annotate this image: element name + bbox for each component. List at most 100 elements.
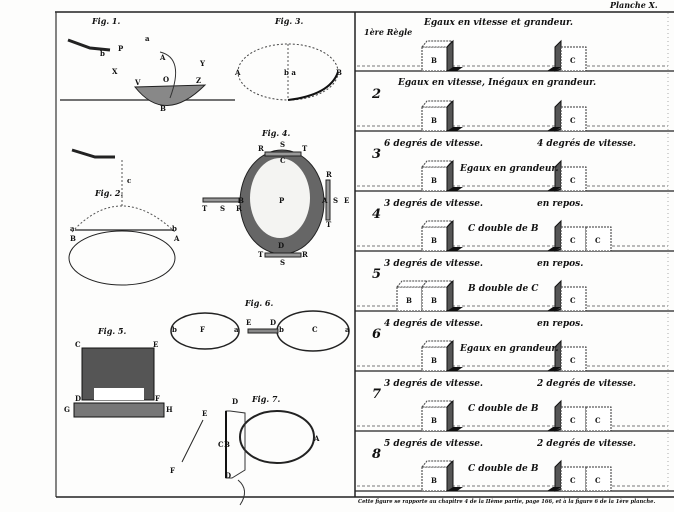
block-b xyxy=(421,346,448,372)
figure-letter-label: X xyxy=(112,67,118,76)
fig2-hand xyxy=(71,148,115,159)
block-c xyxy=(585,226,612,252)
left-body-speed: 3 degrés de vitesse. xyxy=(384,199,484,209)
fig1-vessel xyxy=(133,84,207,106)
figure-title: Fig. 5. xyxy=(98,326,127,336)
fig6-ellipse-f xyxy=(170,312,240,350)
figure-letter-label: A xyxy=(322,196,328,205)
figure-title: Fig. 1. xyxy=(92,16,121,26)
figure-letter-label: a xyxy=(145,34,150,43)
block-c-shadow xyxy=(547,487,561,491)
right-body-speed: 2 degrés de vitesse. xyxy=(537,439,637,449)
block-c-label: C xyxy=(570,116,576,125)
rule-number: 7 xyxy=(372,387,382,402)
block-c-label: C xyxy=(570,56,576,65)
figure-letter-label: b a xyxy=(284,68,296,77)
block-b-shaded-face xyxy=(446,99,454,132)
block-b-label: B xyxy=(431,416,437,425)
block-b-shaded-face xyxy=(446,459,454,492)
fig5-base xyxy=(73,402,165,418)
figure-letter-label: b xyxy=(172,224,177,233)
figure-letter-label: A xyxy=(235,68,241,77)
block-c-label: C xyxy=(570,356,576,365)
block-b-shadow xyxy=(447,127,463,131)
plate-title: Planche X. xyxy=(610,0,658,10)
block-b-shadow xyxy=(447,67,463,71)
block-b-shadow xyxy=(447,487,463,491)
figure-letter-label: T xyxy=(202,204,208,213)
block-c-shadow xyxy=(547,427,561,431)
figure-title: Fig. 3. xyxy=(275,16,304,26)
block-b-shaded-face xyxy=(446,39,454,72)
block-c xyxy=(560,346,587,372)
footer-note: Cette figure se rapporte au chapitre 4 d… xyxy=(358,499,656,505)
fig4-inner xyxy=(250,158,310,238)
block-c xyxy=(560,466,587,492)
figure-letter-label: F xyxy=(170,466,175,475)
figure-letter-label: c xyxy=(127,176,132,185)
figure-letter-label: T xyxy=(302,144,308,153)
block-b-top xyxy=(420,340,454,348)
left-body-speed: 3 degrés de vitesse. xyxy=(384,259,484,269)
block-c-shaded-face xyxy=(554,279,562,312)
fig4-bar-left xyxy=(202,197,240,203)
block-b-label: B xyxy=(431,56,437,65)
figure-letter-label: b xyxy=(100,49,105,58)
fig3-arc xyxy=(287,71,339,101)
figure-letter-label: H xyxy=(166,405,173,414)
block-c-shaded-face xyxy=(554,459,562,492)
figure-letter-label: Z xyxy=(196,76,202,85)
block-b-top xyxy=(420,160,454,168)
rule-relation: Egaux en grandeur. xyxy=(460,344,559,354)
block-b xyxy=(421,466,448,492)
figure-letter-label: b xyxy=(172,325,177,334)
figure-letter-label: V xyxy=(135,78,141,87)
block-c-label: C xyxy=(570,476,576,485)
rule-relation: B double de C xyxy=(468,284,539,294)
block-c-shadow xyxy=(547,307,561,311)
block-b-top xyxy=(420,100,454,108)
block-b-label: B xyxy=(406,296,412,305)
right-body-speed: en repos. xyxy=(537,319,584,329)
block-c-shadow xyxy=(547,187,561,191)
fig1-hand xyxy=(67,38,111,52)
block-b-top xyxy=(420,40,454,48)
right-body-speed: 4 degrés de vitesse. xyxy=(537,139,637,149)
block-b xyxy=(421,166,448,192)
block-c xyxy=(560,226,587,252)
rule-number: 5 xyxy=(372,267,382,282)
rule-number: 1ère Règle xyxy=(364,27,413,37)
figure-letter-label: B xyxy=(70,234,76,243)
block-b-shadow xyxy=(447,247,463,251)
block-c-shaded-face xyxy=(554,399,562,432)
block-c xyxy=(585,406,612,432)
figure-letter-label: A xyxy=(174,234,180,243)
figure-letter-label: T xyxy=(326,220,332,229)
block-b-shaded-face xyxy=(446,219,454,252)
figure-title: Fig. 7. xyxy=(252,394,281,404)
figure-letter-label: S xyxy=(280,140,286,149)
figure-letter-label: b xyxy=(279,325,284,334)
block-c xyxy=(585,466,612,492)
block-b-label: B xyxy=(431,236,437,245)
left-body-speed: 4 degrés de vitesse. xyxy=(384,319,484,329)
block-c-shaded-face xyxy=(554,39,562,72)
block-c-shaded-face xyxy=(554,159,562,192)
block-b-label: B xyxy=(431,476,437,485)
fig4-bar-top xyxy=(264,151,302,157)
figure-letter-label: A xyxy=(160,53,166,62)
rule-number: 4 xyxy=(372,207,382,222)
block-b-label: B xyxy=(431,116,437,125)
rule-number: 8 xyxy=(372,447,382,462)
rule-relation: Egaux en vitesse et grandeur. xyxy=(424,18,573,28)
rule-relation: Egaux en vitesse, Inégaux en grandeur. xyxy=(398,78,597,88)
left-body-speed: 3 degrés de vitesse. xyxy=(384,379,484,389)
block-c-label: C xyxy=(570,176,576,185)
figure-letter-label: A xyxy=(314,434,320,443)
rule-number: 3 xyxy=(372,147,382,162)
rule-number: 2 xyxy=(372,87,382,102)
block-c-label: C xyxy=(570,236,576,245)
block-c-shadow xyxy=(547,67,561,71)
